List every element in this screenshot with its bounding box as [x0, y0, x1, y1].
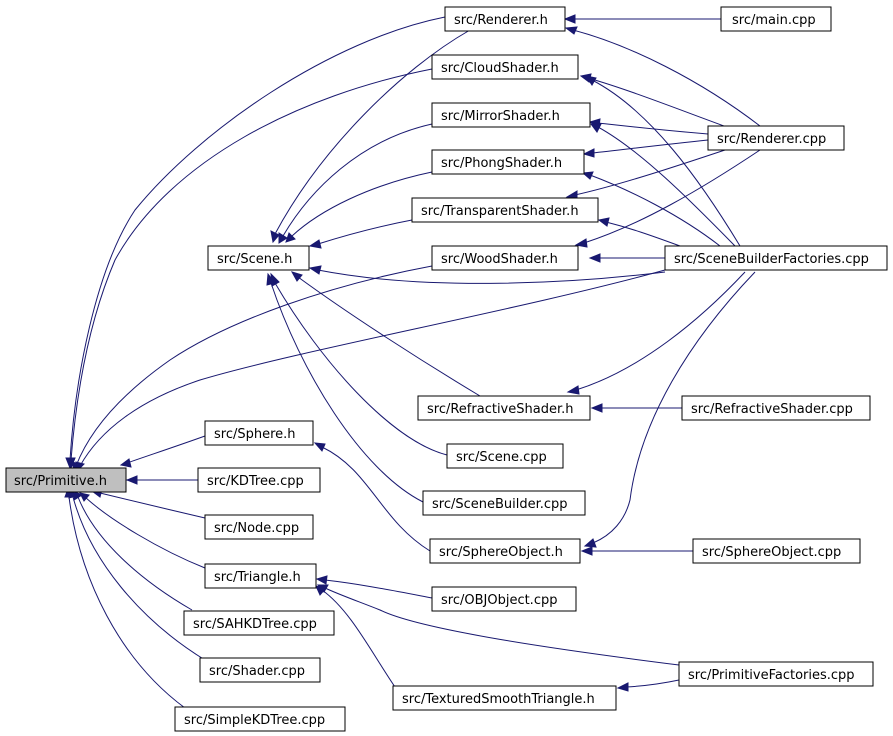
edge-sphereobject-cpp-to-sphereobject-h	[580, 546, 693, 556]
edge-scenebuilderfactories-cpp-to-scene-h	[308, 265, 666, 284]
node-primitivefactories-cpp[interactable]: src/PrimitiveFactories.cpp	[678, 661, 874, 687]
node-label: src/WoodShader.h	[441, 252, 558, 267]
node-label: src/main.cpp	[732, 13, 816, 28]
edge-scenebuilderfactories-cpp-to-mirrorshader-h	[590, 123, 736, 247]
node-scene-h[interactable]: src/Scene.h	[207, 245, 310, 271]
node-label: src/PrimitiveFactories.cpp	[688, 668, 855, 683]
edge-renderer-cpp-to-woodshader-h	[574, 149, 761, 248]
edge-sphereobject-h-to-sphere-h	[313, 442, 431, 552]
edge-renderer-cpp-to-phongshader-h	[582, 139, 709, 158]
node-label: src/MirrorShader.h	[441, 109, 560, 124]
node-label: src/Primitive.h	[14, 474, 107, 489]
node-sphereobject-cpp[interactable]: src/SphereObject.cpp	[692, 538, 861, 564]
node-transparentshader-h[interactable]: src/TransparentShader.h	[411, 197, 599, 223]
edge-scenebuilderfactories-cpp-to-primitive-h	[75, 269, 666, 471]
edge-kdtree-cpp-to-primitive-h	[125, 475, 198, 485]
node-label: src/SceneBuilderFactories.cpp	[674, 252, 869, 267]
node-label: src/TransparentShader.h	[421, 204, 579, 219]
node-label: src/OBJObject.cpp	[441, 593, 557, 608]
node-refractiveshader-cpp[interactable]: src/RefractiveShader.cpp	[681, 395, 871, 421]
node-main-cpp[interactable]: src/main.cpp	[720, 6, 832, 32]
node-label: src/KDTree.cpp	[207, 474, 304, 489]
node-label: src/SceneBuilder.cpp	[432, 497, 568, 512]
edge-renderer-cpp-to-transparentshader-h	[565, 149, 726, 200]
node-label: src/PhongShader.h	[441, 156, 562, 171]
node-label: src/Renderer.cpp	[717, 132, 826, 147]
edge-scenebuilderfactories-cpp-to-woodshader-h	[588, 253, 665, 263]
edge-renderer-h-to-scene-h	[270, 29, 471, 244]
edge-renderer-h-to-primitive-h	[65, 16, 446, 470]
node-renderer-cpp[interactable]: src/Renderer.cpp	[707, 125, 845, 151]
node-simplekdtree-cpp[interactable]: src/SimpleKDTree.cpp	[174, 706, 346, 732]
node-label: src/Shader.cpp	[209, 664, 305, 679]
node-label: src/Renderer.h	[454, 13, 548, 28]
edge-objobject-cpp-to-triangle-h	[315, 575, 433, 599]
edge-primitivefactories-cpp-to-texturedsmoothtriangle-h	[616, 679, 680, 692]
node-label: src/Scene.cpp	[456, 450, 547, 465]
edge-simplekdtree-cpp-to-primitive-h	[64, 487, 186, 709]
node-label: src/Triangle.h	[214, 570, 301, 585]
edge-sphere-h-to-primitive-h	[119, 435, 206, 468]
edge-scenebuilderfactories-cpp-to-cloudshader-h	[584, 75, 741, 247]
node-scene-cpp[interactable]: src/Scene.cpp	[446, 443, 564, 469]
node-label: src/SphereObject.cpp	[702, 545, 841, 560]
node-triangle-h[interactable]: src/Triangle.h	[204, 563, 317, 589]
node-label: src/SimpleKDTree.cpp	[184, 713, 325, 728]
node-objobject-cpp[interactable]: src/OBJObject.cpp	[431, 586, 577, 612]
node-woodshader-h[interactable]: src/WoodShader.h	[431, 245, 579, 271]
edge-renderer-cpp-to-mirrorshader-h	[588, 118, 709, 135]
edge-sahkdtree-cpp-to-primitive-h	[73, 491, 193, 611]
node-texturedsmoothtriangle-h[interactable]: src/TexturedSmoothTriangle.h	[392, 685, 617, 711]
node-scenebuilderfactories-cpp[interactable]: src/SceneBuilderFactories.cpp	[664, 245, 888, 271]
node-refractiveshader-h[interactable]: src/RefractiveShader.h	[417, 395, 591, 421]
node-label: src/Sphere.h	[214, 427, 296, 442]
node-label: src/RefractiveShader.h	[427, 402, 573, 417]
node-renderer-h[interactable]: src/Renderer.h	[444, 6, 566, 32]
edge-renderer-cpp-to-cloudshader-h	[579, 73, 736, 131]
node-primitive-h[interactable]: src/Primitive.h	[5, 467, 127, 493]
edge-renderer-cpp-to-renderer-h	[564, 26, 761, 127]
node-label: src/RefractiveShader.cpp	[691, 402, 853, 417]
edge-scenebuilderfactories-cpp-to-phongshader-h	[581, 171, 721, 247]
edge-scenebuilder-cpp-to-scene-h	[266, 272, 424, 503]
node-mirrorshader-h[interactable]: src/MirrorShader.h	[431, 102, 591, 128]
edge-scenebuilderfactories-cpp-to-transparentshader-h	[597, 217, 681, 247]
edge-refractiveshader-cpp-to-refractiveshader-h	[590, 403, 682, 413]
edge-node-cpp-to-primitive-h	[90, 488, 206, 519]
node-label: src/CloudShader.h	[441, 61, 559, 76]
edge-refractiveshader-h-to-scene-h	[290, 271, 481, 397]
node-label: src/Node.cpp	[214, 521, 299, 536]
node-sphere-h[interactable]: src/Sphere.h	[204, 420, 314, 446]
edge-phongshader-h-to-scene-h	[285, 171, 433, 243]
node-label: src/SphereObject.h	[439, 545, 563, 560]
node-phongshader-h[interactable]: src/PhongShader.h	[431, 149, 585, 175]
edge-scenebuilderfactories-cpp-to-sphereobject-h	[583, 271, 756, 548]
edge-transparentshader-h-to-scene-h	[308, 219, 413, 249]
edge-mirrorshader-h-to-scene-h	[278, 123, 433, 244]
edge-main-cpp-to-renderer-h	[563, 14, 721, 24]
node-node-cpp[interactable]: src/Node.cpp	[204, 514, 314, 540]
edge-scenebuilderfactories-cpp-to-refractiveshader-h	[566, 271, 746, 395]
node-label: src/SAHKDTree.cpp	[193, 617, 317, 632]
node-label: src/TexturedSmoothTriangle.h	[402, 692, 595, 707]
node-scenebuilder-cpp[interactable]: src/SceneBuilder.cpp	[422, 490, 586, 516]
node-sahkdtree-cpp[interactable]: src/SAHKDTree.cpp	[183, 610, 335, 636]
node-label: src/Scene.h	[217, 252, 292, 267]
node-cloudshader-h[interactable]: src/CloudShader.h	[431, 54, 579, 80]
node-shader-cpp[interactable]: src/Shader.cpp	[199, 657, 321, 683]
edge-texturedsmoothtriangle-h-to-triangle-h	[315, 585, 396, 688]
node-sphereobject-h[interactable]: src/SphereObject.h	[429, 538, 581, 564]
node-kdtree-cpp[interactable]: src/KDTree.cpp	[197, 467, 321, 493]
